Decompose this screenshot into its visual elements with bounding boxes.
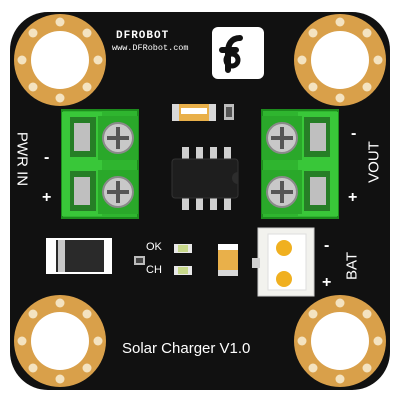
terminal-block-pwr-in	[61, 109, 139, 219]
bat-minus-label: -	[324, 237, 330, 254]
mounting-hole-top-right	[294, 14, 386, 106]
led-ch-label: CH	[146, 264, 162, 276]
df-logo-icon	[212, 27, 264, 79]
mounting-hole-top-left	[14, 14, 106, 106]
pwr-plus-label: +	[42, 189, 52, 206]
ic-chip	[171, 147, 239, 210]
pwr-in-label: PWR IN	[13, 131, 31, 187]
smd-diode	[46, 238, 112, 274]
product-name: Solar Charger V1.0	[122, 340, 251, 357]
brand-url: www.DFRobot.com	[112, 43, 189, 53]
smd-resistor-led	[134, 256, 145, 265]
terminal-block-vout	[261, 109, 339, 219]
battery-connector	[252, 227, 315, 297]
mounting-hole-bottom-right	[294, 295, 386, 387]
vout-plus-label: +	[348, 189, 358, 206]
smd-resistor-top	[224, 104, 234, 120]
bat-label: BAT	[343, 251, 361, 281]
brand-text: DFROBOT	[116, 30, 170, 42]
smd-capacitor-mid	[218, 244, 238, 276]
led-ok-label: OK	[146, 241, 162, 253]
vout-minus-label: -	[351, 125, 357, 142]
led-ch	[174, 266, 192, 275]
led-ok	[174, 244, 192, 253]
pwr-minus-label: -	[44, 149, 50, 166]
bat-plus-label: +	[322, 274, 332, 291]
smd-capacitor-top	[172, 104, 216, 121]
vout-label: VOUT	[365, 141, 383, 183]
mounting-hole-bottom-left	[14, 295, 106, 387]
